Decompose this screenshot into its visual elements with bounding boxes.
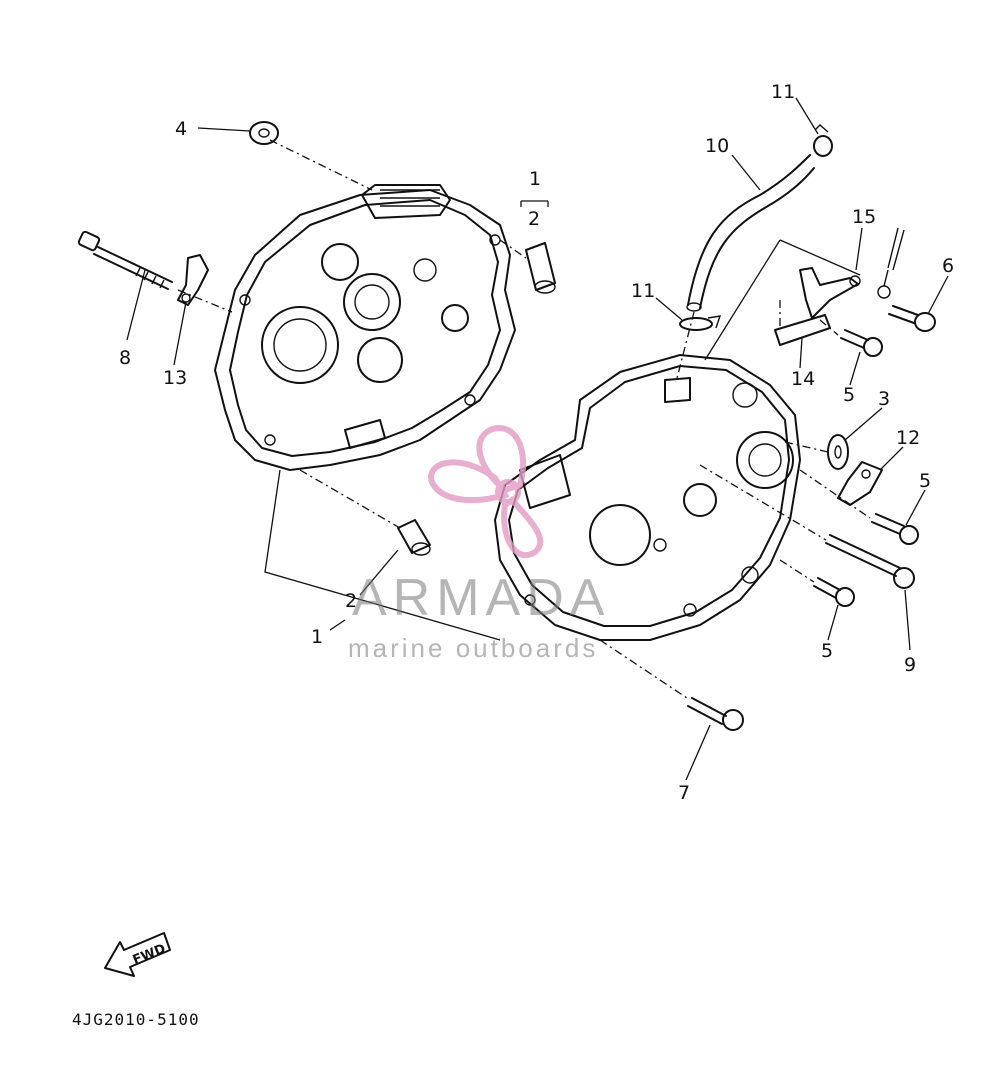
washer-part-4 xyxy=(249,121,279,145)
left-crankcase-half xyxy=(214,184,516,471)
diagram-part-code: 4JG2010-5100 xyxy=(72,1010,200,1029)
hose-clip-upper-part-11 xyxy=(813,124,833,157)
dowel-pin-upper-part-2 xyxy=(525,242,556,294)
callout-7: 7 xyxy=(678,782,690,804)
bolt-part-5-lower xyxy=(813,577,855,607)
callout-2-upper: 2 xyxy=(528,208,540,230)
leader-lines xyxy=(126,97,949,781)
callout-5-upper: 5 xyxy=(843,384,855,406)
alignment-center-lines xyxy=(177,139,871,701)
propeller-logo-icon xyxy=(428,425,544,558)
forward-direction-arrow: FWD xyxy=(104,932,171,977)
plate-part-14 xyxy=(774,314,831,346)
callout-1-lower: 1 xyxy=(311,626,323,648)
callout-13: 13 xyxy=(163,367,187,389)
bolt-part-5-middle xyxy=(871,513,919,545)
callout-2-lower: 2 xyxy=(345,590,357,612)
callout-5-lower: 5 xyxy=(821,640,833,662)
fwd-arrow-icon xyxy=(104,932,171,977)
hose-clip-lower-part-11 xyxy=(679,315,722,331)
bolt-part-5-upper xyxy=(840,329,883,357)
callout-8: 8 xyxy=(119,347,131,369)
bolt-part-6 xyxy=(888,305,936,332)
bracket-part-15 xyxy=(799,267,861,319)
callout-12: 12 xyxy=(896,427,920,449)
callout-5-middle: 5 xyxy=(919,470,931,492)
wire-terminal xyxy=(877,227,905,299)
callout-1-upper: 1 xyxy=(529,168,541,190)
callout-11-upper: 11 xyxy=(771,81,795,103)
washer-part-3 xyxy=(827,434,849,470)
watermark-tagline: marine outboards xyxy=(348,633,598,663)
callout-labels: 4 1 2 8 13 11 10 15 6 11 14 5 3 12 5 2 1… xyxy=(119,81,954,804)
callout-9: 9 xyxy=(904,654,916,676)
callout-4: 4 xyxy=(175,118,187,140)
long-bolt-part-8 xyxy=(77,230,173,290)
callout-3: 3 xyxy=(878,388,890,410)
armada-watermark: ARMADA marine outboards xyxy=(348,425,610,663)
dowel-pin-lower-part-2 xyxy=(397,519,431,556)
callout-11-lower: 11 xyxy=(631,280,655,302)
callout-14: 14 xyxy=(791,368,815,390)
bolt-part-7 xyxy=(687,697,744,731)
breather-hose-part-10 xyxy=(686,154,815,312)
watermark-brand: ARMADA xyxy=(352,569,610,627)
stay-part-12 xyxy=(837,461,883,506)
long-bolt-part-9 xyxy=(825,534,915,589)
callout-10: 10 xyxy=(705,135,729,157)
callout-15: 15 xyxy=(852,206,876,228)
clamp-part-13 xyxy=(177,254,209,306)
callout-6: 6 xyxy=(942,255,954,277)
